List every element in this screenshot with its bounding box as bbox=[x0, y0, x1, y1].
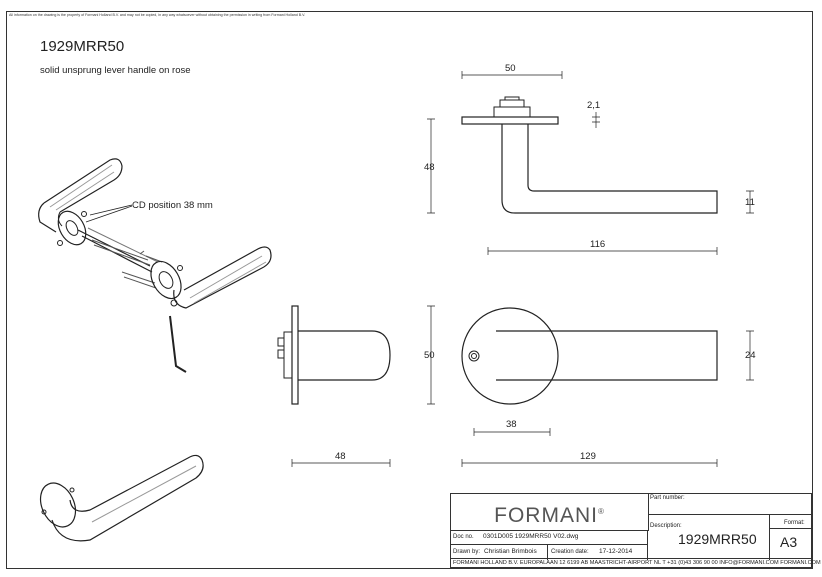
exploded-isometric-view bbox=[38, 158, 272, 373]
copyright-disclaimer: All information on the drawing is the pr… bbox=[9, 13, 306, 17]
small-isometric-view bbox=[39, 454, 204, 542]
dim-plate-thickness: 2,1 bbox=[587, 100, 601, 111]
company-footer: FORMANI HOLLAND B.V. EUROPALAAN 12 6199 … bbox=[451, 558, 821, 566]
doc-no-row: Doc no. 0301D005 1929MRR50 V02.dwg bbox=[451, 530, 648, 545]
format-cell: Format: A3 bbox=[770, 515, 811, 560]
cd-position-callout: CD position 38 mm bbox=[132, 200, 213, 211]
dim-length: 129 bbox=[580, 451, 596, 462]
drawn-by-label: Drawn by: bbox=[453, 549, 481, 555]
dim-projection: 116 bbox=[590, 239, 606, 250]
part-number-cell: Part number: bbox=[648, 494, 811, 515]
dim-top-width: 50 bbox=[505, 63, 516, 74]
title-block: FORMANI® Part number: Description: 1929M… bbox=[450, 493, 821, 568]
brand-logo: FORMANI® bbox=[451, 494, 649, 531]
format-label: Format: bbox=[784, 520, 805, 526]
dim-side-depth: 48 bbox=[335, 451, 346, 462]
top-view bbox=[461, 96, 718, 214]
doc-no-value: 0301D005 1929MRR50 V02.dwg bbox=[483, 533, 579, 540]
side-view bbox=[277, 305, 391, 405]
front-view bbox=[461, 307, 718, 405]
dim-offset: 38 bbox=[506, 419, 517, 430]
dim-rose-diameter: 50 bbox=[424, 350, 435, 361]
drawn-by-row: Drawn by: Christian Brimbois Creation da… bbox=[451, 545, 648, 560]
dim-grip-thickness: 11 bbox=[745, 197, 755, 208]
dim-grip-width: 24 bbox=[745, 350, 756, 361]
product-code-title: 1929MRR50 bbox=[40, 38, 125, 55]
dim-height: 48 bbox=[424, 162, 435, 173]
format-value: A3 bbox=[780, 534, 798, 550]
description-label: Description: bbox=[650, 523, 682, 529]
description-cell: Description: 1929MRR50 bbox=[648, 515, 770, 560]
doc-no-label: Doc no. bbox=[453, 534, 474, 540]
creation-date-value: 17-12-2014 bbox=[599, 548, 633, 555]
description-value: 1929MRR50 bbox=[678, 531, 757, 547]
drawing-sheet-border bbox=[6, 11, 813, 569]
drawn-by-value: Christian Brimbois bbox=[484, 548, 537, 555]
creation-date-label: Creation date: bbox=[551, 549, 589, 555]
part-number-label: Part number: bbox=[650, 495, 685, 501]
product-description: solid unsprung lever handle on rose bbox=[40, 65, 191, 76]
dimension-lines bbox=[291, 71, 754, 467]
